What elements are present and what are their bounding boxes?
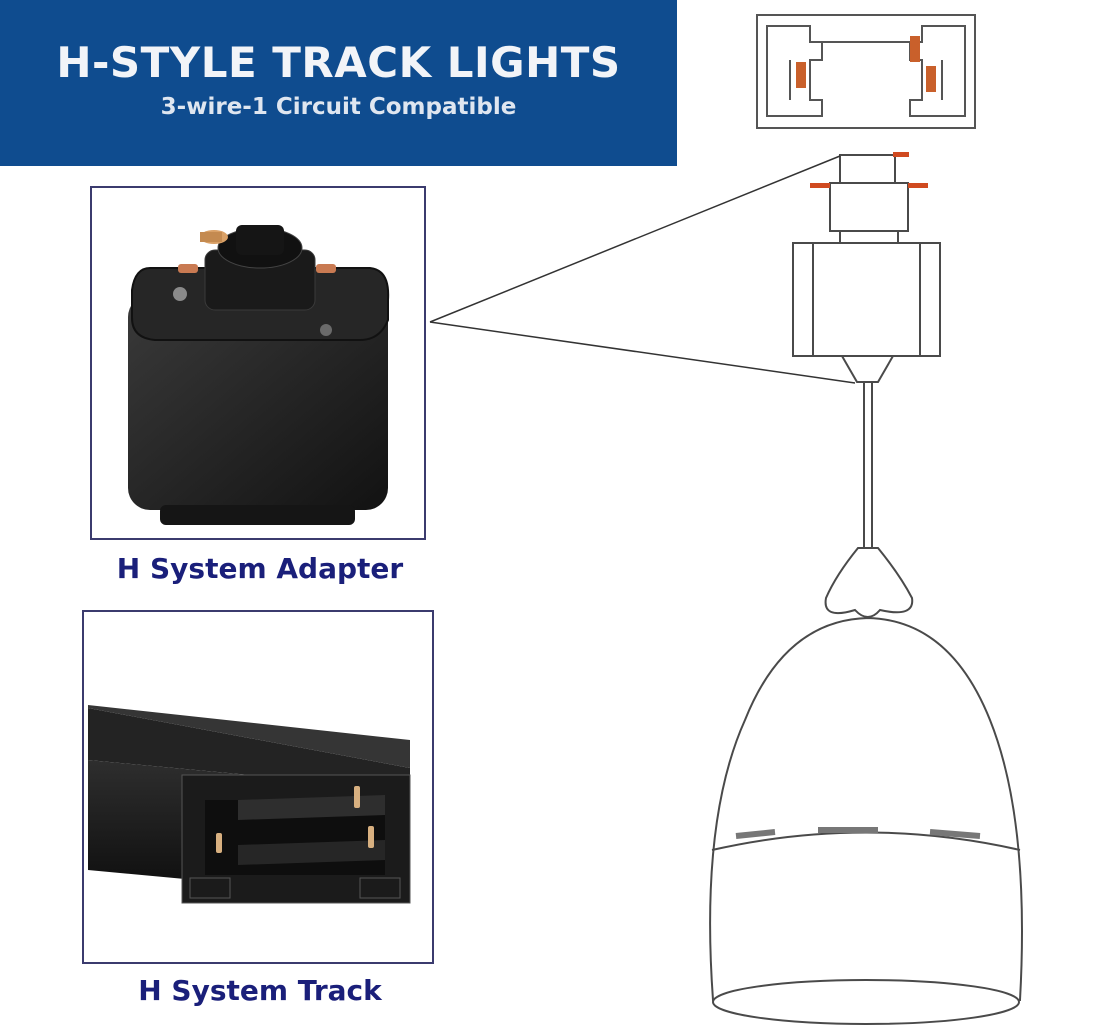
callout-lines [429, 155, 856, 384]
banner-subtitle: 3-wire-1 Circuit Compatible [160, 94, 517, 120]
title-banner: H-STYLE TRACK LIGHTS 3-wire-1 Circuit Co… [0, 0, 677, 166]
track-caption: H System Track [138, 974, 382, 1007]
track-photo [82, 610, 434, 964]
track-profile [756, 14, 976, 129]
pendant-light [709, 152, 1023, 1025]
adapter-caption: H System Adapter [116, 552, 404, 585]
adapter-photo [90, 186, 426, 540]
banner-title: H-STYLE TRACK LIGHTS [56, 38, 621, 87]
